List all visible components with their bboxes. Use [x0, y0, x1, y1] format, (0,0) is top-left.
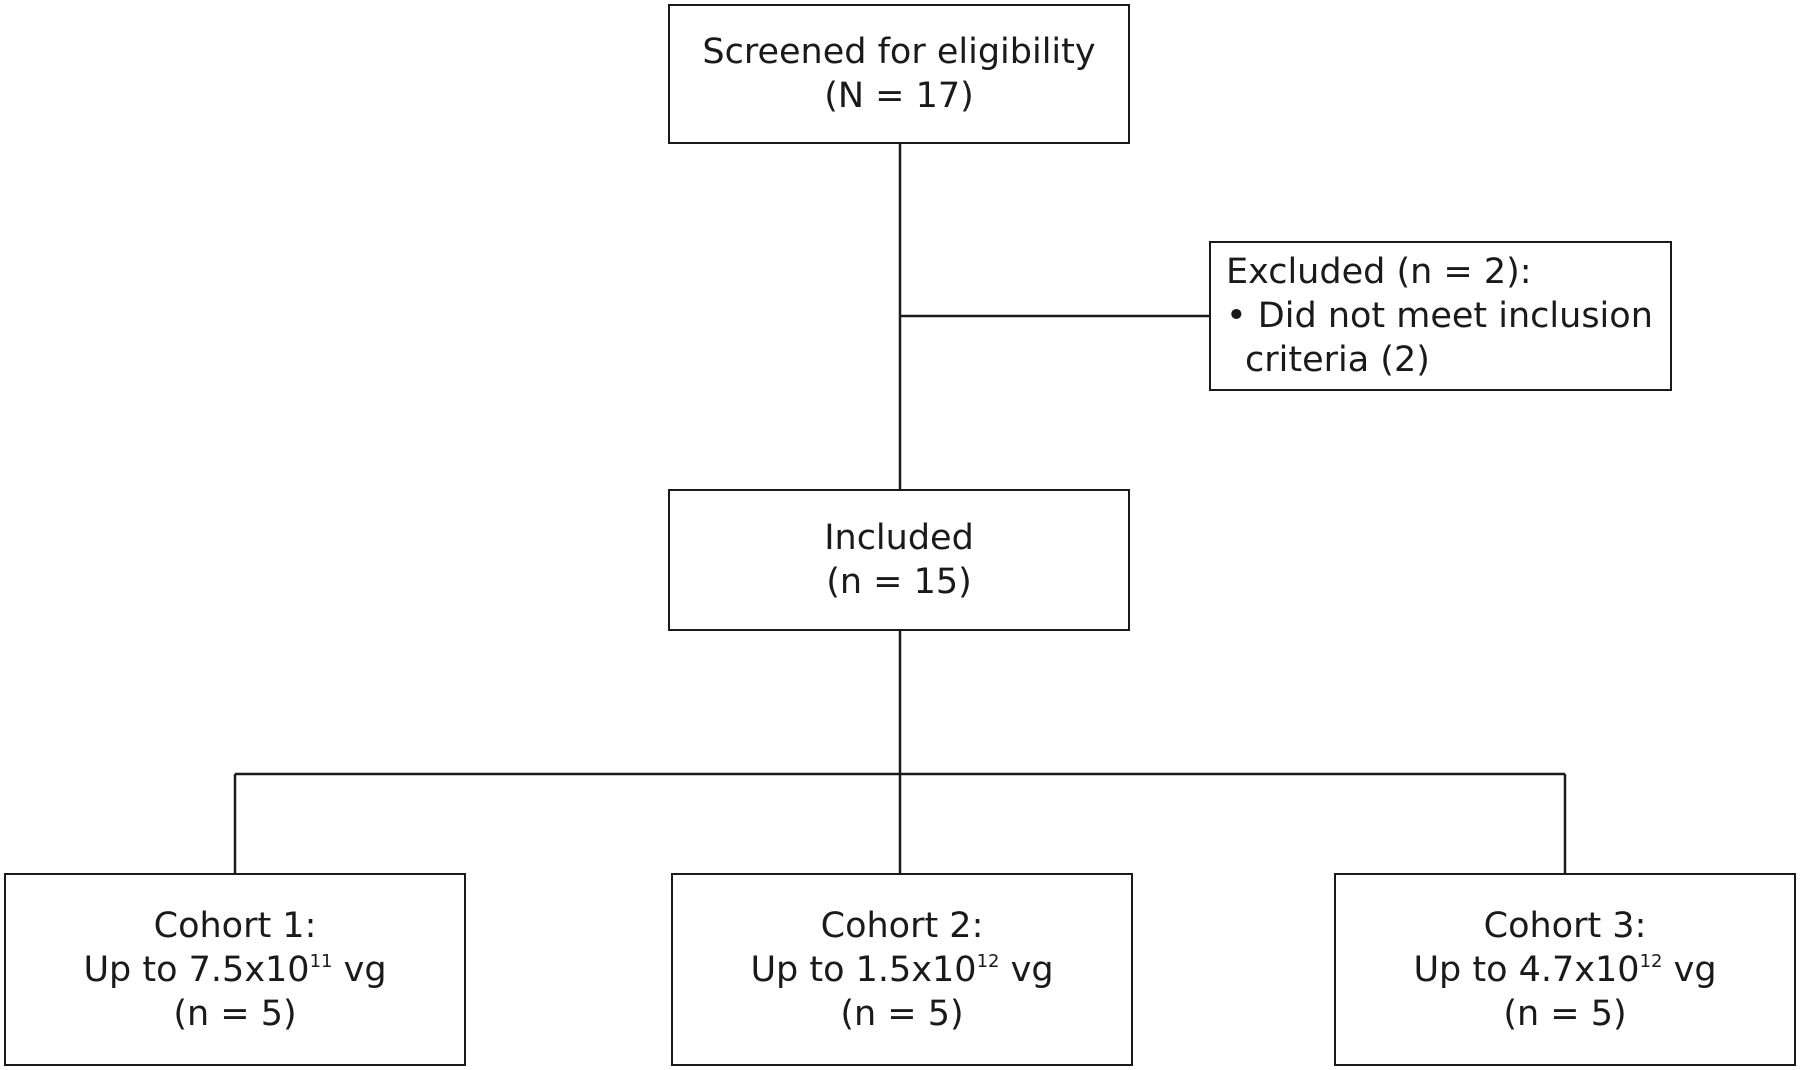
cohort-3-title: Cohort 3: — [1483, 905, 1647, 946]
cohort-3-count: (n = 5) — [1503, 993, 1627, 1034]
cohort-2-title: Cohort 2: — [820, 905, 984, 946]
cohort-1-dose: Up to 7.5x1011 vg — [83, 948, 386, 992]
cohort-1-dose-prefix: Up to 7.5x10 — [83, 949, 310, 990]
cohort-1-box: Cohort 1: Up to 7.5x1011 vg (n = 5) — [4, 873, 466, 1066]
cohort-2-count: (n = 5) — [840, 993, 964, 1034]
excluded-reason: • Did not meet inclusion — [1226, 294, 1653, 338]
cohort-3-dose-exponent: 12 — [1639, 950, 1663, 972]
cohort-1-dose-exponent: 11 — [309, 950, 333, 972]
screened-count: (N = 17) — [824, 76, 974, 116]
cohort-3-dose: Up to 4.7x1012 vg — [1413, 948, 1716, 992]
cohort-3-box: Cohort 3: Up to 4.7x1012 vg (n = 5) — [1334, 873, 1796, 1066]
included-box: Included (n = 15) — [668, 489, 1130, 631]
cohort-2-dose-exponent: 12 — [976, 950, 1000, 972]
included-count: (n = 15) — [826, 562, 972, 602]
cohort-2-dose: Up to 1.5x1012 vg — [750, 948, 1053, 992]
included-title: Included — [824, 518, 974, 558]
cohort-3-dose-prefix: Up to 4.7x10 — [1413, 949, 1640, 990]
screened-box: Screened for eligibility (N = 17) — [668, 4, 1130, 144]
cohort-2-dose-prefix: Up to 1.5x10 — [750, 949, 977, 990]
excluded-title: Excluded (n = 2): — [1226, 252, 1532, 292]
cohort-1-dose-unit: vg — [332, 949, 387, 990]
bullet-icon: • — [1226, 296, 1247, 336]
cohort-2-dose-unit: vg — [999, 949, 1054, 990]
cohort-3-dose-unit: vg — [1662, 949, 1717, 990]
screened-title: Screened for eligibility — [702, 32, 1096, 72]
excluded-box: Excluded (n = 2): • Did not meet inclusi… — [1209, 241, 1672, 391]
excluded-reason-line1: Did not meet inclusion — [1257, 296, 1653, 336]
cohort-1-title: Cohort 1: — [153, 905, 317, 946]
cohort-2-box: Cohort 2: Up to 1.5x1012 vg (n = 5) — [671, 873, 1133, 1066]
excluded-reason-line2: criteria (2) — [1245, 340, 1430, 380]
cohort-1-count: (n = 5) — [173, 993, 297, 1034]
